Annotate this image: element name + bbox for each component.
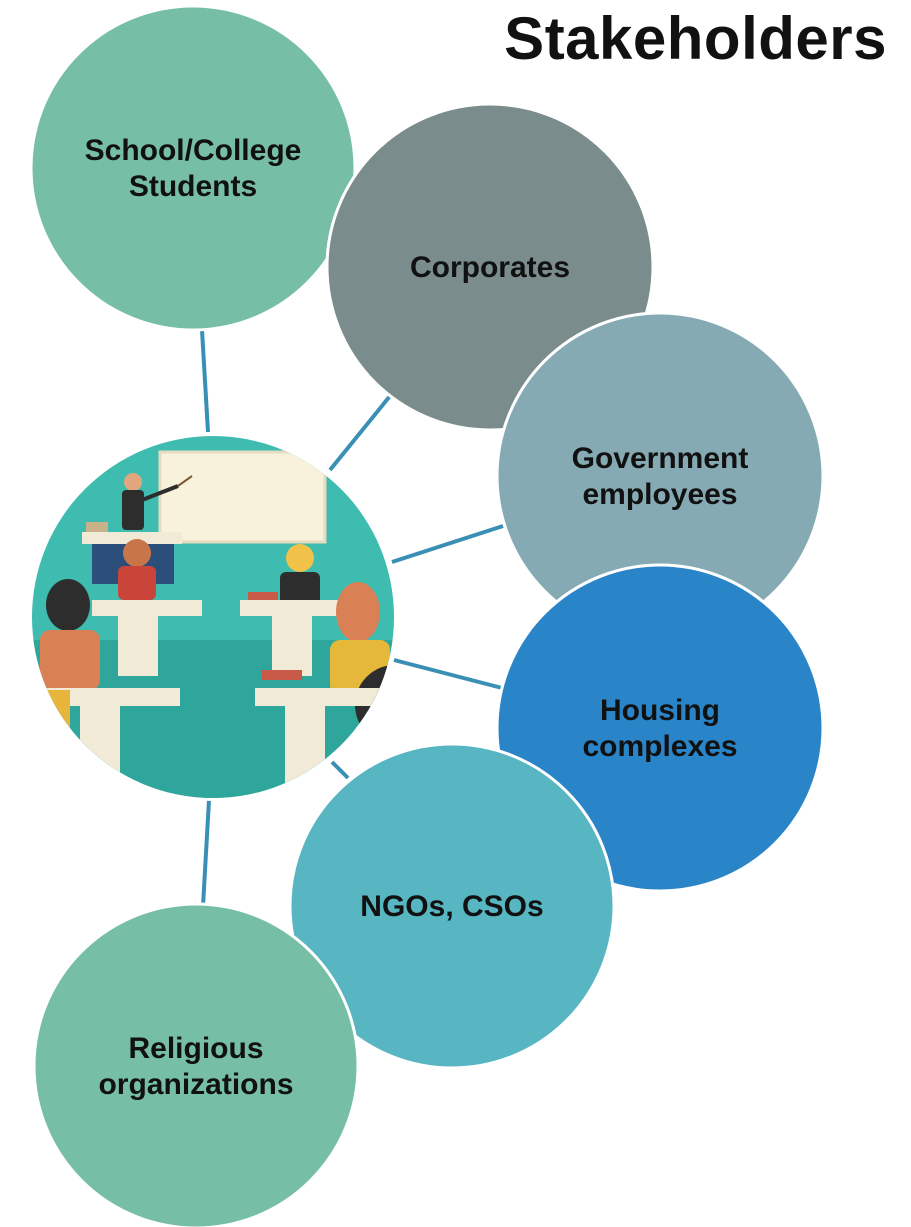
connector-lines [200, 329, 504, 907]
stakeholder-label-students: School/College [85, 134, 302, 167]
stakeholder-circle-religious [32, 902, 360, 1227]
page-title: Stakeholders [504, 5, 887, 72]
classroom-illustration [29, 433, 397, 801]
stakeholder-label-students: Students [129, 170, 257, 203]
stakeholder-circle-ngos [288, 742, 616, 1070]
stakeholder-label-government: Government [572, 442, 749, 475]
connector-line-corporates [328, 394, 392, 472]
stakeholder-label-religious: organizations [98, 1068, 293, 1101]
connector-line-ngos [330, 760, 350, 780]
stakeholder-label-housing: Housing [600, 694, 720, 727]
stakeholder-circle-students [29, 4, 357, 332]
stakeholder-label-corporates: Corporates [410, 251, 570, 284]
connector-line-housing [393, 658, 503, 690]
stakeholder-label-ngos: NGOs, CSOs [360, 890, 543, 923]
stakeholder-label-housing: complexes [582, 730, 737, 763]
connector-line-students [200, 329, 210, 433]
stakeholder-label-government: employees [582, 478, 737, 511]
stakeholder-label-religious: Religious [128, 1032, 263, 1065]
stakeholder-node-ngos: NGOs, CSOs [288, 742, 616, 1070]
connector-line-religious [201, 799, 211, 907]
connector-line-government [391, 524, 504, 564]
